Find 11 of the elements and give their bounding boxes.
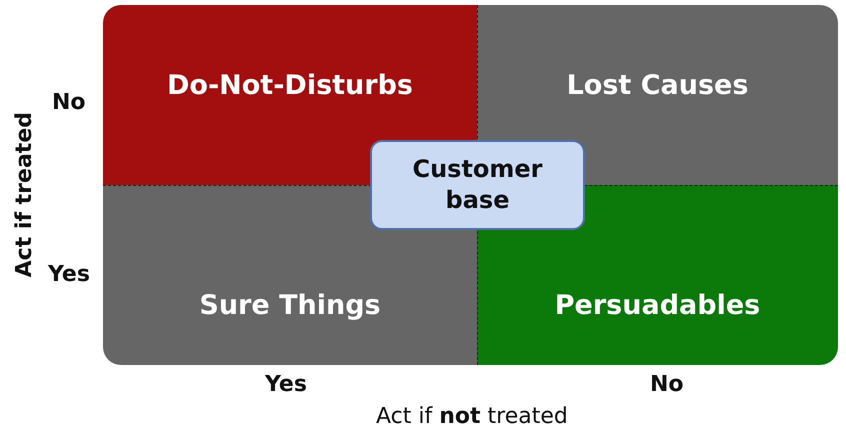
quadrant-title: Sure Things [199, 290, 381, 320]
quadrant-title: Persuadables [554, 290, 760, 320]
axis-tick-label: Yes [48, 262, 90, 287]
axis-title: Act if treated [12, 112, 37, 278]
quadrant-title: Do-Not-Disturbs [166, 70, 413, 100]
axis-title: Act if not treated [376, 404, 568, 429]
axis-tick-label: No [650, 372, 684, 397]
axis-tick-label: Yes [265, 372, 307, 397]
quadrant-title: Lost Causes [566, 70, 748, 100]
axis-tick-label: No [52, 90, 86, 115]
center-label-box: Customer base [370, 140, 585, 230]
